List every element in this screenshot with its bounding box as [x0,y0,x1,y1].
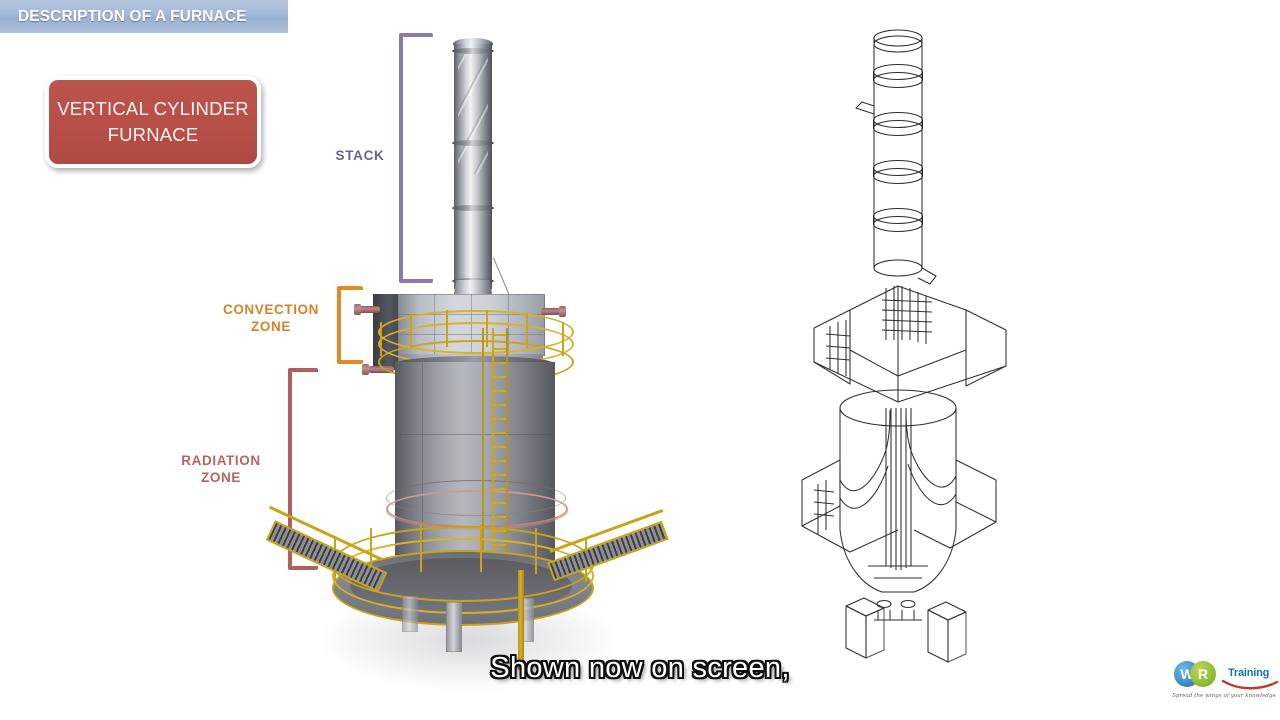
handrail-post [420,524,423,572]
page-title: DESCRIPTION OF A FURNACE [18,7,247,25]
wire-stack [855,29,937,285]
logo-swoosh [1222,679,1278,690]
zone-label-convection: CONVECTION ZONE [222,302,319,335]
bracket-convection [337,286,363,364]
handrail-post [370,528,373,574]
bracket-stack [399,33,433,283]
ladder-safety-cage [482,328,508,588]
convection-nozzle [368,366,394,373]
handrail-post [562,322,565,356]
support-leg [402,596,418,632]
slide-header-bar: DESCRIPTION OF A FURNACE [0,0,288,33]
handrail-post [410,313,413,349]
convection-nozzle-flange [354,304,361,315]
stack-ring [452,140,494,146]
handrail-post [480,524,483,572]
furnace-type-callout: VERTICAL CYLINDER FURNACE [45,76,261,168]
zone-label-stack: STACK [335,148,385,163]
bracket-radiation [288,368,318,570]
stack-body [454,44,492,289]
logo-wordmark: Training [1228,667,1270,679]
handrail-post [380,322,383,356]
handrail-post [526,313,529,349]
stack-ring [452,48,494,54]
vessel-weld-seam [398,434,553,435]
convection-nozzle-flange [362,364,369,375]
logo-tagline: Spread the wings of your knowledge [1172,693,1276,699]
furnace-3d-render [250,10,670,700]
furnace-line-drawing [790,10,1090,670]
stack-helical-strake [458,54,488,174]
wire-support-structure [801,459,997,553]
wire-radiation-shell [839,389,957,621]
logo-mark-r: R [1190,661,1216,687]
convection-nozzle [358,306,380,313]
brand-logo: W R Training Spread the wings of your kn… [1168,655,1280,713]
stack-ring [452,205,494,211]
vessel-trim-ring [386,490,568,528]
vertical-pipe [518,570,524,670]
upper-handrail-top [378,310,574,354]
main-handrail-mid [332,538,594,614]
furnace-type-label: VERTICAL CYLINDER FURNACE [57,98,249,145]
handrail-post [486,310,489,347]
convection-nozzle-flange [559,306,566,317]
wire-foundation-legs [845,597,967,663]
handrail-post [535,528,538,574]
convection-nozzle [541,308,561,315]
support-leg [446,602,462,652]
handrail-post [446,310,449,347]
zone-label-radiation: RADIATION ZONE [181,453,261,486]
vessel-weld-seam [422,362,423,587]
wire-convection-housing [813,285,1007,403]
